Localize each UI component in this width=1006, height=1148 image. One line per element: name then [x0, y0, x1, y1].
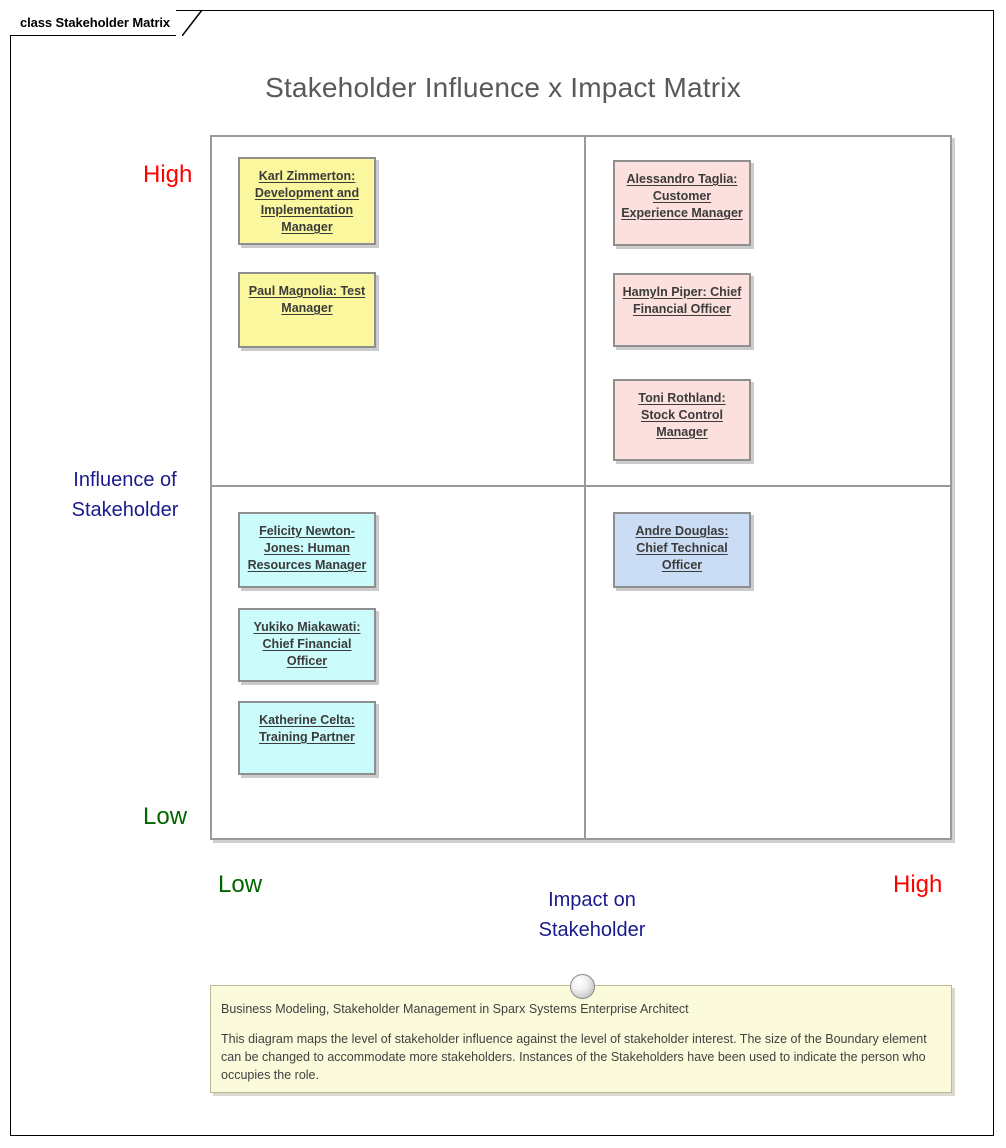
stakeholder-node[interactable]: Felicity Newton-Jones: Human Resources M…	[238, 512, 376, 588]
y-axis-high-label: High	[143, 161, 193, 188]
stakeholder-node-label: Yukiko Miakawati: Chief Financial Office…	[253, 620, 361, 668]
stakeholder-node[interactable]: Hamyln Piper: Chief Financial Officer	[613, 273, 751, 347]
diagram-title-tab-body: class Stakeholder Matrix	[10, 10, 177, 36]
x-axis-high-label: High	[893, 871, 943, 898]
y-axis-low-label: Low	[143, 803, 188, 830]
note-body: This diagram maps the level of stakehold…	[221, 1032, 927, 1082]
note-spacer	[221, 1018, 941, 1030]
diagram-title-tab-label: class Stakeholder Matrix	[20, 15, 171, 30]
stakeholder-node[interactable]: Paul Magnolia: Test Manager	[238, 272, 376, 348]
stakeholder-node-label: Andre Douglas: Chief Technical Officer	[635, 524, 729, 572]
stakeholder-node-label: Karl Zimmerton: Development and Implemen…	[254, 169, 360, 234]
stakeholder-node[interactable]: Katherine Celta: Training Partner	[238, 701, 376, 775]
stakeholder-node-label: Paul Magnolia: Test Manager	[248, 284, 366, 315]
y-axis-title-line1: Influence of	[73, 469, 177, 491]
tab-slant-icon	[182, 10, 204, 36]
matrix-vertical-divider	[584, 137, 586, 838]
x-axis-low-label: Low	[218, 871, 263, 898]
stakeholder-node-label: Toni Rothland: Stock Control Manager	[638, 391, 726, 439]
y-axis-title: Influence of Stakeholder	[55, 465, 195, 525]
note-anchor-handle[interactable]	[570, 974, 595, 999]
stakeholder-node-label: Felicity Newton-Jones: Human Resources M…	[247, 524, 367, 572]
x-axis-title-line1: Impact on	[548, 889, 636, 911]
stakeholder-node[interactable]: Yukiko Miakawati: Chief Financial Office…	[238, 608, 376, 682]
stakeholder-node-label: Katherine Celta: Training Partner	[259, 713, 355, 744]
diagram-title-tab[interactable]: class Stakeholder Matrix	[10, 10, 203, 36]
diagram-note[interactable]: Business Modeling, Stakeholder Managemen…	[210, 985, 952, 1093]
stakeholder-node[interactable]: Toni Rothland: Stock Control Manager	[613, 379, 751, 461]
matrix-horizontal-divider	[212, 485, 950, 487]
stakeholder-node[interactable]: Andre Douglas: Chief Technical Officer	[613, 512, 751, 588]
note-heading: Business Modeling, Stakeholder Managemen…	[221, 1002, 689, 1016]
x-axis-title-line2: Stakeholder	[538, 919, 646, 941]
stakeholder-node[interactable]: Karl Zimmerton: Development and Implemen…	[238, 157, 376, 245]
stakeholder-node-label: Alessandro Taglia: Customer Experience M…	[621, 172, 743, 220]
page-title: Stakeholder Influence x Impact Matrix	[265, 72, 741, 103]
stakeholder-node-label: Hamyln Piper: Chief Financial Officer	[622, 285, 742, 316]
y-axis-title-line2: Stakeholder	[71, 499, 179, 521]
x-axis-title: Impact on Stakeholder	[492, 885, 692, 945]
stakeholder-node[interactable]: Alessandro Taglia: Customer Experience M…	[613, 160, 751, 246]
